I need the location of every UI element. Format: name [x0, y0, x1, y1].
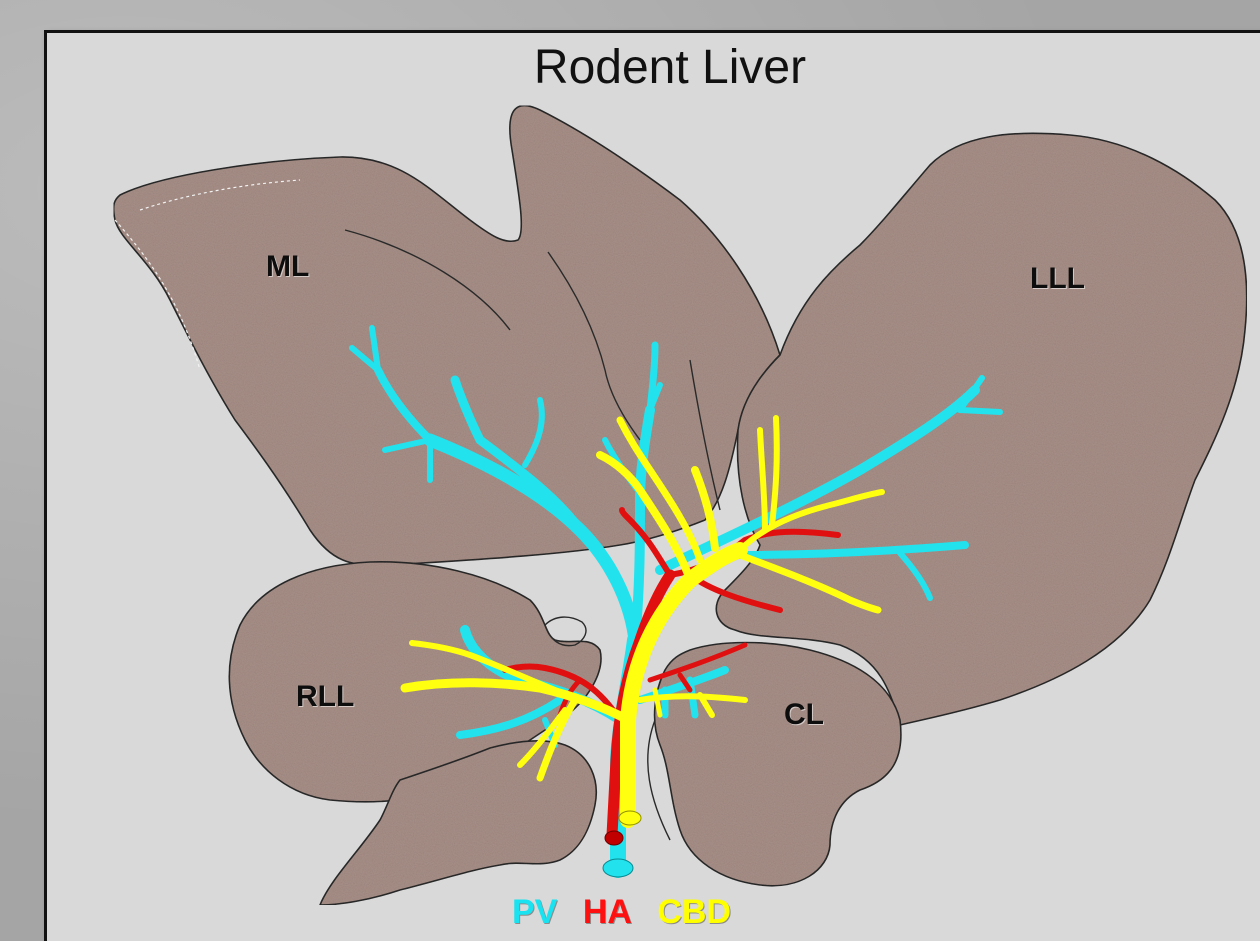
label-caudate-lobe: CL — [784, 698, 824, 732]
vessel-legend: PV HA CBD — [512, 893, 747, 932]
label-right-lateral-lobe: RLL — [296, 680, 354, 714]
hepatic-artery-stump — [605, 831, 623, 845]
left-lateral-lobe-shape — [716, 133, 1246, 725]
legend-portal-vein: PV — [512, 893, 557, 931]
legend-common-bile-duct: CBD — [657, 893, 731, 931]
median-lobe-shape — [114, 106, 780, 566]
bile-duct-stump — [619, 811, 641, 825]
legend-hepatic-artery: HA — [583, 893, 632, 931]
portal-vein-stump — [603, 859, 633, 877]
label-median-lobe: ML — [266, 250, 309, 284]
diagram-title: Rodent Liver — [0, 40, 1260, 95]
label-left-lateral-lobe: LLL — [1030, 262, 1085, 296]
